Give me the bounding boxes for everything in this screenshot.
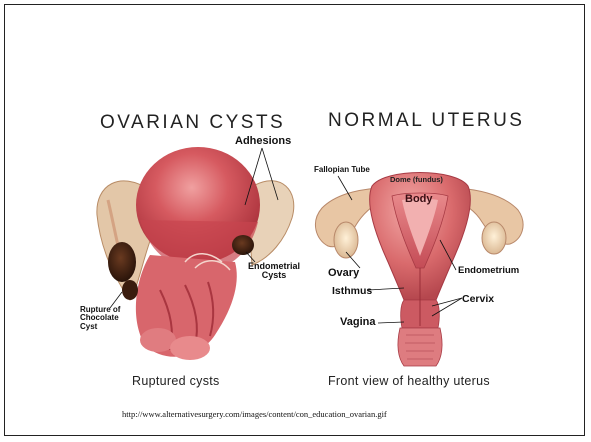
source-url: http://www.alternativesurgery.com/images… bbox=[122, 409, 387, 419]
normal-uterus-title: NORMAL UTERUS bbox=[328, 110, 524, 132]
label-rupture-chocolate-cyst: Rupture of Chocolate Cyst bbox=[80, 306, 120, 331]
label-adhesions: Adhesions bbox=[235, 136, 291, 148]
label-endometrial-cysts: Endometrial Cysts bbox=[248, 262, 300, 281]
ovarian-cysts-title: OVARIAN CYSTS bbox=[100, 112, 285, 134]
ovarian-cysts-illustration bbox=[97, 147, 294, 360]
label-ovary: Ovary bbox=[328, 268, 359, 280]
label-endometrium: Endometrium bbox=[458, 266, 519, 276]
caption-ruptured-cysts: Ruptured cysts bbox=[132, 374, 220, 388]
label-dome: Dome (fundus) bbox=[390, 176, 443, 184]
label-isthmus: Isthmus bbox=[332, 286, 372, 297]
caption-healthy-uterus: Front view of healthy uterus bbox=[328, 374, 490, 388]
label-body: Body bbox=[405, 194, 433, 206]
label-fallopian-tube: Fallopian Tube bbox=[314, 166, 370, 174]
label-vagina: Vagina bbox=[340, 317, 375, 329]
label-cervix: Cervix bbox=[462, 294, 494, 305]
